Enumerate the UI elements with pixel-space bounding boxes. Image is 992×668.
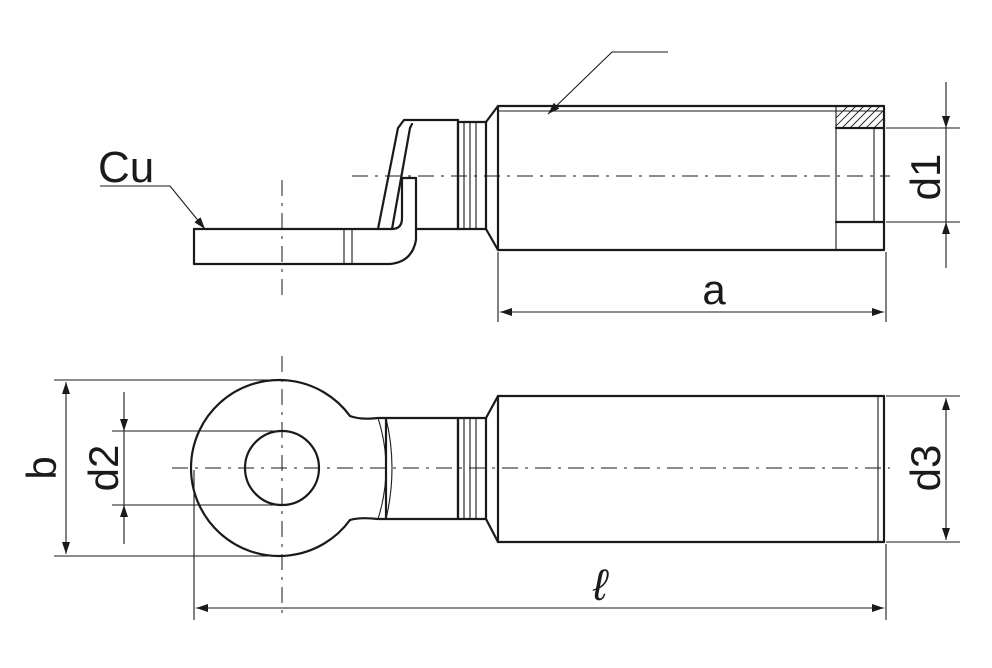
dimension-d2: d2 <box>80 392 282 544</box>
b-label: b <box>18 456 65 479</box>
side-neck <box>376 118 460 231</box>
dimension-d1: d1 <box>886 82 960 268</box>
top-barrel <box>496 394 886 544</box>
d1-label: d1 <box>902 154 949 201</box>
side-barrel <box>496 104 886 252</box>
top-view: b d2 d3 ℓ <box>18 356 960 620</box>
section-hatch <box>836 106 884 128</box>
side-collar <box>456 104 500 252</box>
cu-leader <box>100 185 206 230</box>
l-label: ℓ <box>592 561 609 610</box>
top-collar <box>456 394 500 544</box>
dimension-d3: d3 <box>886 395 960 543</box>
dimension-a: a <box>497 252 887 322</box>
side-palm <box>192 176 418 266</box>
barrel-leader <box>547 51 668 115</box>
dimension-b: b <box>18 379 282 557</box>
dimension-l: ℓ <box>193 470 887 620</box>
d2-label: d2 <box>80 445 127 492</box>
a-label: a <box>702 266 726 313</box>
d3-label: d3 <box>902 445 949 492</box>
side-view: Cu d1 a <box>98 51 960 322</box>
material-label: Cu <box>98 143 154 192</box>
